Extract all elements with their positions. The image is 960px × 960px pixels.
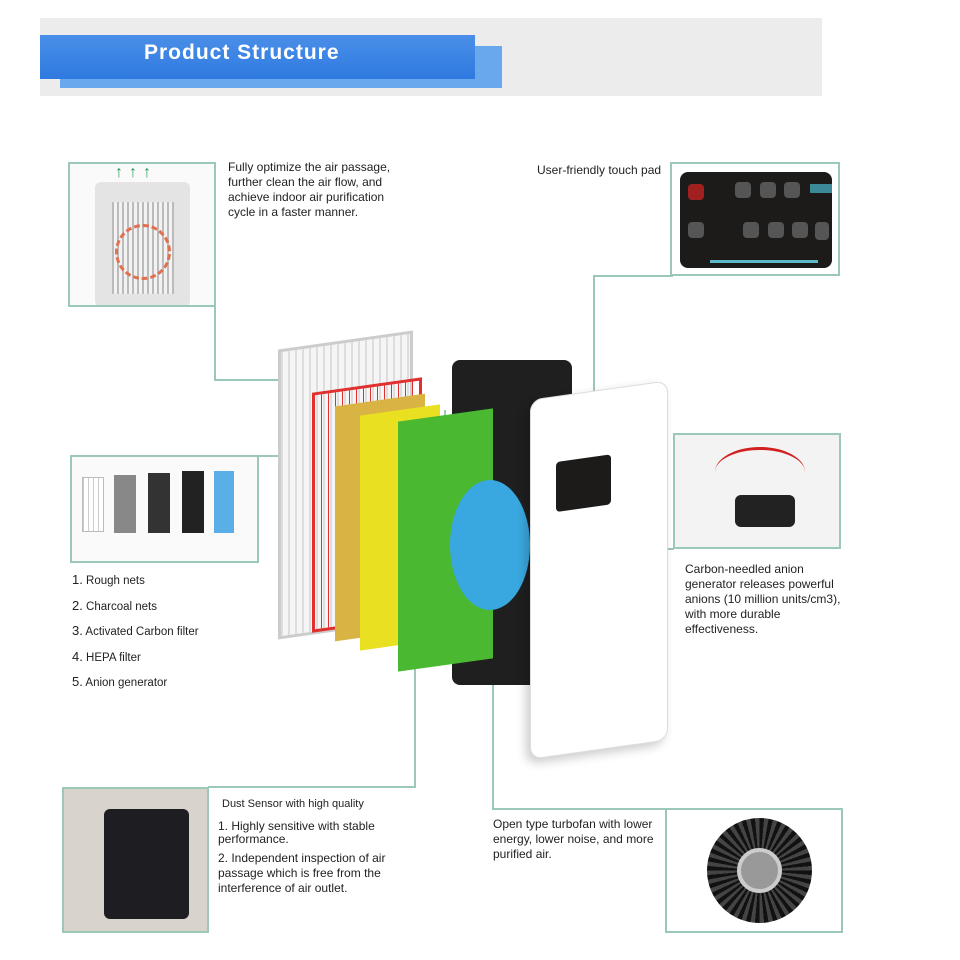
turbofan-image (665, 808, 843, 933)
lock-icon (792, 222, 808, 238)
connector-line (593, 275, 673, 277)
indicator-icon (810, 184, 832, 193)
turbofan (450, 480, 530, 610)
front-panel (530, 380, 668, 760)
anion-text: Carbon-needled anion generator releases … (685, 562, 841, 636)
anion-generator-image (673, 433, 841, 549)
connector-line (492, 560, 494, 810)
fan-icon (735, 182, 751, 198)
connector-line (214, 305, 216, 380)
wind-icon (688, 222, 704, 238)
air-passage-text: Fully optimize the air passage, further … (228, 160, 391, 219)
air-outlet-image: ↑↑↑ (68, 162, 216, 307)
sleep-icon (784, 182, 800, 198)
filter-list: 1. Rough nets 2. Charcoal nets 3. Activa… (72, 572, 199, 700)
turbofan-text: Open type turbofan with lower energy, lo… (493, 817, 654, 861)
connector-line (492, 808, 667, 810)
timer-icon (743, 222, 759, 238)
filter-icon (815, 222, 829, 240)
list-item: 2. Charcoal nets (72, 597, 158, 613)
list-item: 4. HEPA filter (72, 648, 141, 664)
power-icon (688, 184, 704, 200)
connector-line (593, 275, 595, 453)
filter-layers-image (70, 455, 259, 563)
connector-line (214, 379, 296, 381)
panel-display (556, 454, 611, 513)
arrow-up-icon: ↑↑↑ (115, 164, 157, 181)
touch-pad-label: User-friendly touch pad (537, 163, 662, 177)
touch-pad-image (670, 162, 840, 276)
mode-icon (760, 182, 776, 198)
banner-title: Product Structure (40, 35, 475, 79)
dust-sensor-point-2: 2. Independent inspection of air passage… (218, 851, 386, 895)
dust-sensor-title: Dust Sensor with high quality (222, 798, 364, 810)
connector-line (208, 786, 416, 788)
dust-sensor-image (62, 787, 209, 933)
dust-sensor-point-1: 1. Highly sensitive with stable performa… (218, 819, 375, 846)
list-item: 3. Activated Carbon filter (72, 623, 199, 638)
list-item: 1. Rough nets (72, 572, 145, 587)
list-item: 5. Anion generator (72, 674, 168, 689)
connector-line (414, 650, 416, 787)
anion-icon (768, 222, 784, 238)
